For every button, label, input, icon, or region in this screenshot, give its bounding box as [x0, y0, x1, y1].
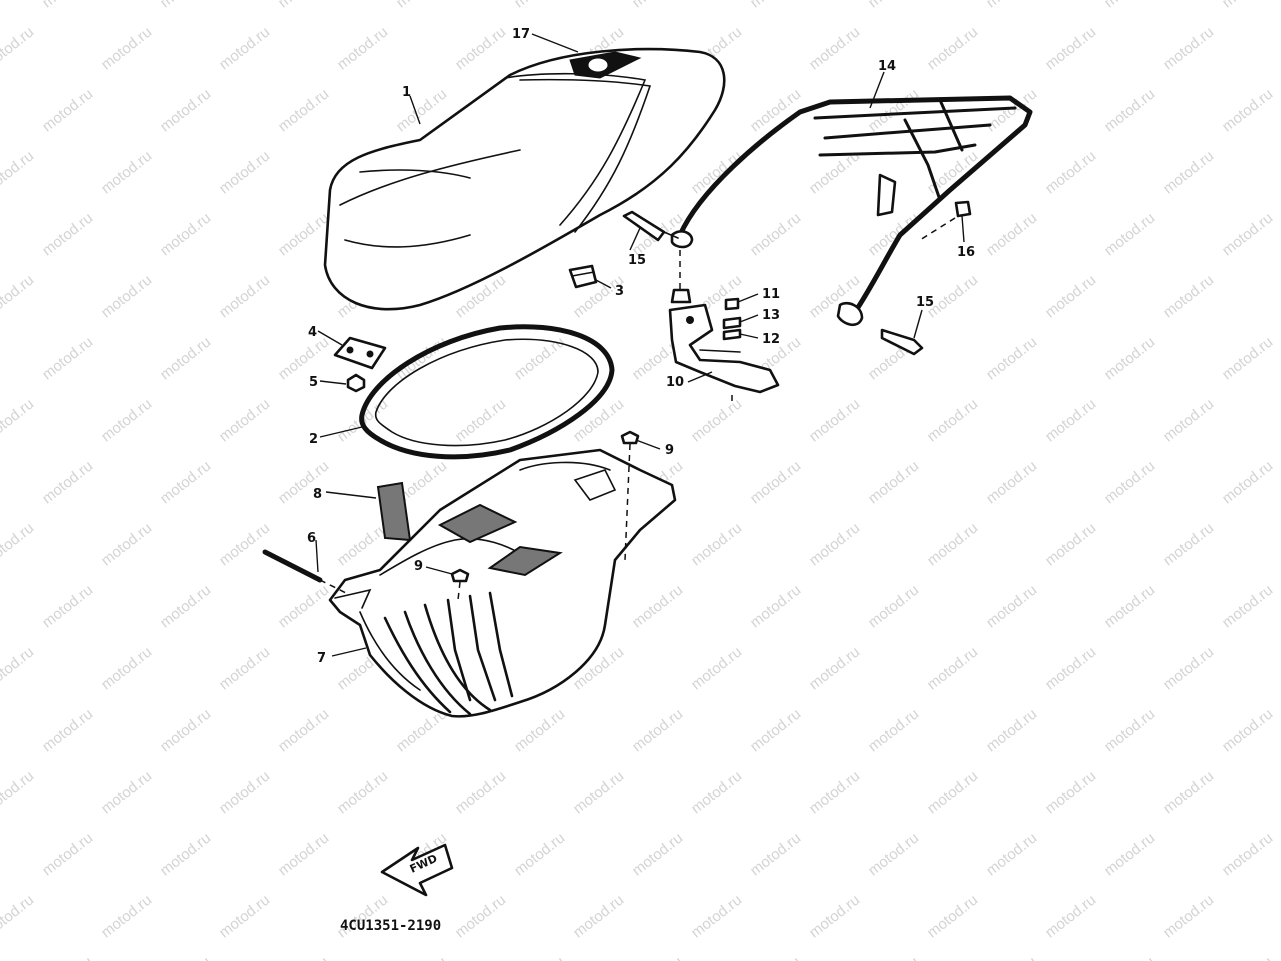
seat: [323, 47, 726, 311]
callout-15-left: 15: [628, 253, 646, 268]
callout-7: 7: [317, 651, 326, 666]
bolt-9-upper: [620, 430, 640, 561]
bolt-15-left: [622, 210, 679, 242]
hinge: [668, 250, 780, 402]
callout-11: 11: [762, 287, 780, 302]
bolt-16: [919, 200, 972, 241]
callout-8: 8: [313, 487, 322, 502]
callout-9-lower: 9: [414, 559, 423, 574]
damper: [568, 264, 598, 289]
carrier: [670, 95, 1033, 327]
callout-10: 10: [666, 375, 684, 390]
rod: [262, 549, 349, 595]
callout-15-right: 15: [916, 295, 934, 310]
callout-9-upper: 9: [665, 443, 674, 458]
fwd-arrow: [380, 843, 454, 897]
callout-2: 2: [309, 432, 318, 447]
diagram-code: 4CU1351-2190: [340, 918, 441, 934]
callout-3: 3: [615, 284, 624, 299]
callout-14: 14: [878, 59, 896, 74]
nut: [346, 373, 366, 393]
emblem: [569, 51, 642, 79]
callout-16: 16: [957, 245, 975, 260]
bolt-9-lower: [450, 568, 470, 601]
callout-12: 12: [762, 332, 780, 347]
callout-4: 4: [308, 325, 317, 340]
bolt-15-right: [880, 328, 924, 356]
callout-6: 6: [307, 531, 316, 546]
callout-17: 17: [512, 27, 530, 42]
pad: [376, 481, 412, 542]
leader-lines: [315, 33, 965, 657]
callout-1: 1: [402, 85, 411, 100]
seal-ring: [359, 324, 615, 460]
seat-bracket: [333, 336, 387, 370]
callout-5: 5: [309, 375, 318, 390]
callout-13: 13: [762, 308, 780, 323]
storage-box: [328, 448, 677, 718]
callout-labels: 17 1 3 4 5 2 8 6 7 9 9 14 15 16 15 11 13…: [307, 27, 975, 666]
